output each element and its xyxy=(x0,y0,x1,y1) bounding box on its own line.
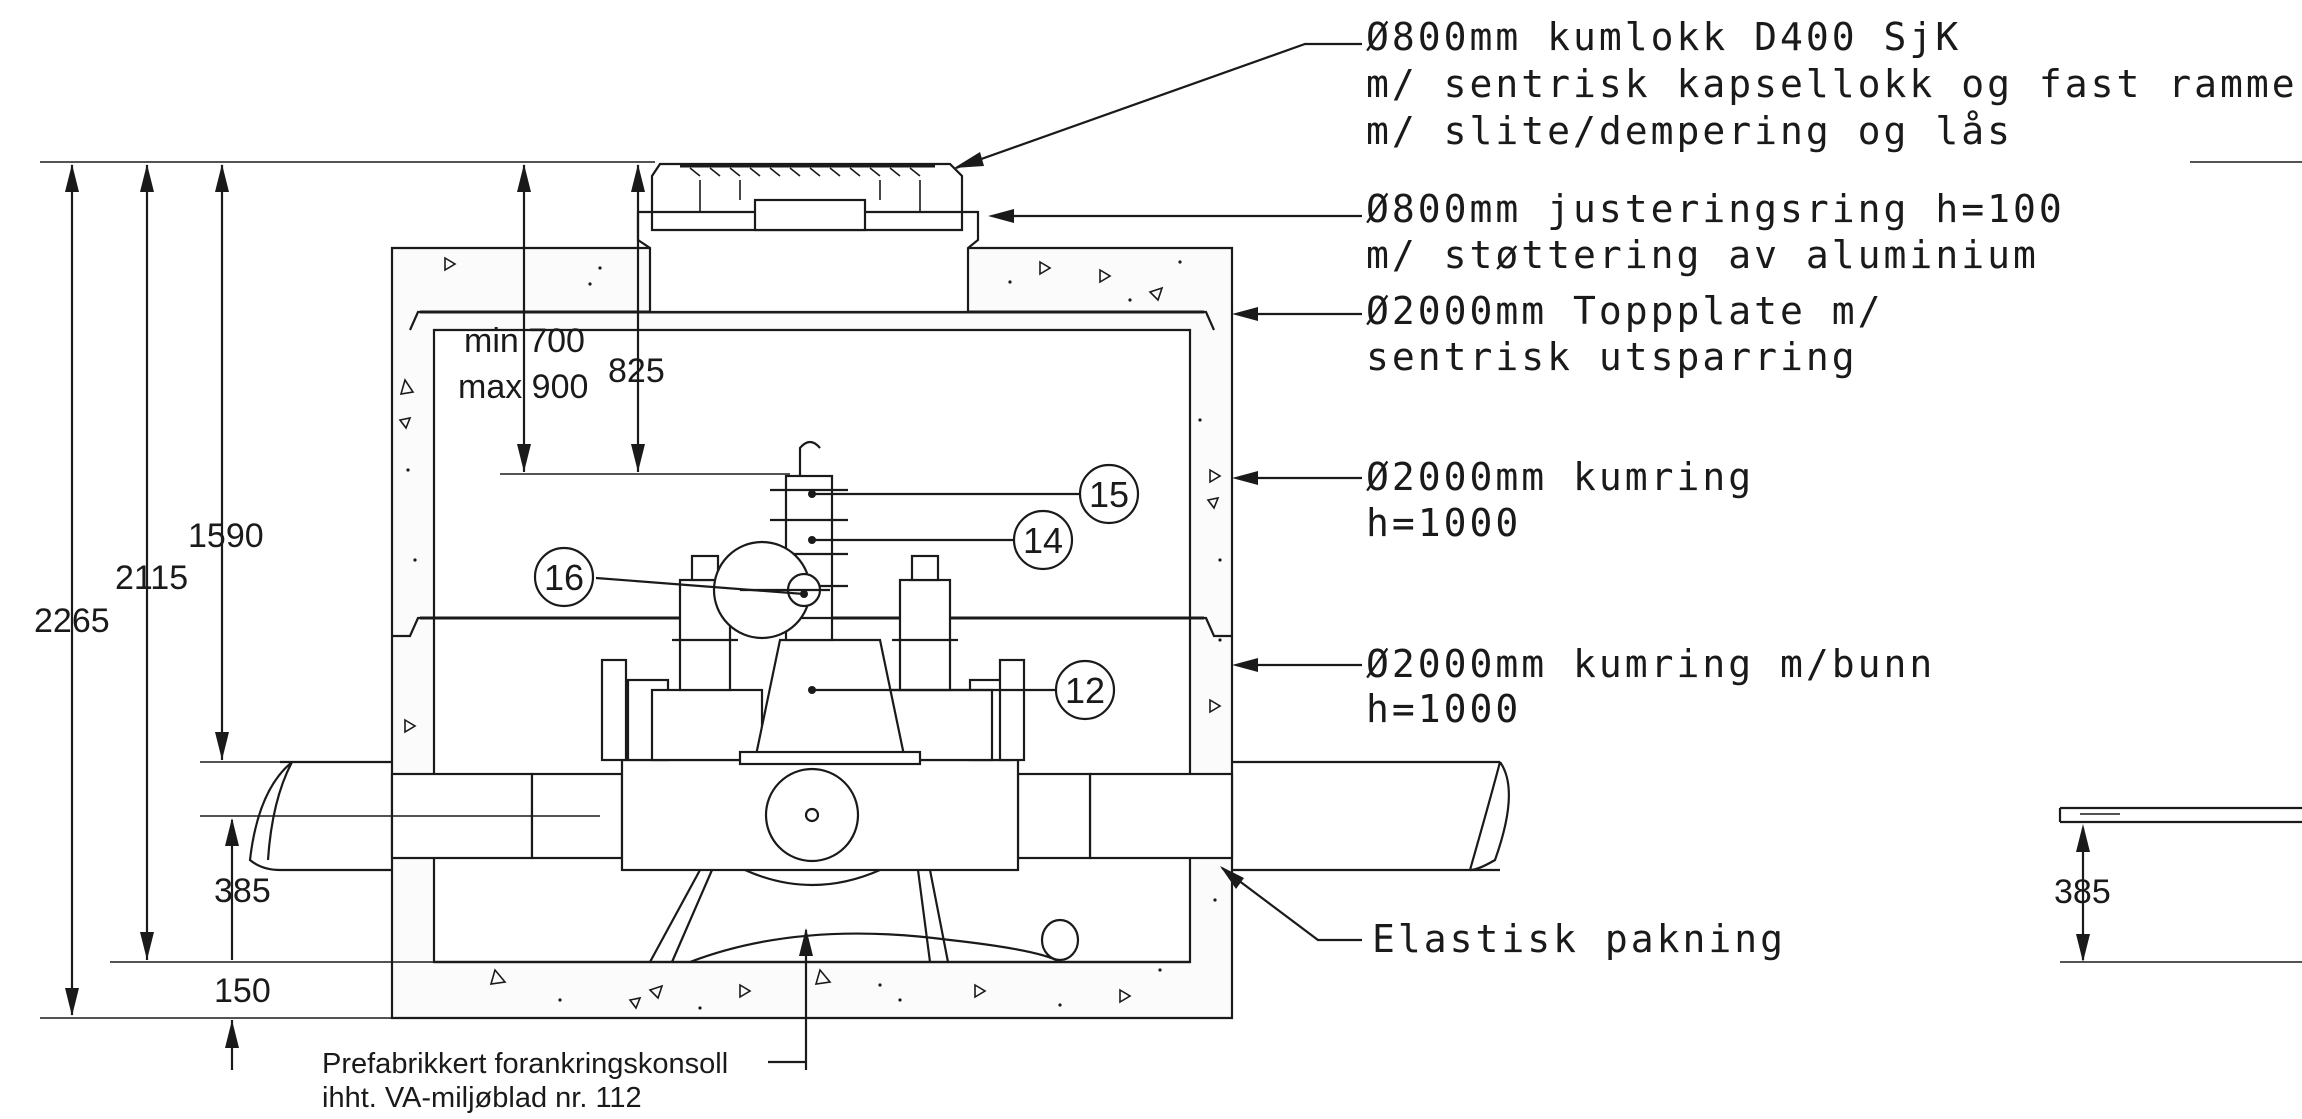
bubble-16-label: 16 xyxy=(544,557,584,598)
callout-ring-line1: Ø800mm justeringsring h=100 xyxy=(1366,187,2065,231)
dim-2265: 2265 xyxy=(34,602,110,640)
dim-150: 150 xyxy=(214,972,271,1010)
bubble-16 xyxy=(533,546,595,608)
dimension-texts: 2265 2115 1590 385 150 min 700 max 900 8… xyxy=(34,322,2111,1010)
callout-cover-line3: m/ slite/dempering og lås xyxy=(1366,109,2013,153)
concrete-aggregate xyxy=(398,256,1224,1010)
anchor-note-line2: ihht. VA-miljøblad nr. 112 xyxy=(322,1082,642,1114)
anchor-note-line1: Prefabrikkert forankringskonsoll xyxy=(322,1048,728,1080)
pipe-right xyxy=(1016,760,1510,872)
cover-frame xyxy=(650,162,964,214)
valve-assembly xyxy=(600,440,1080,963)
bubble-15-label: 15 xyxy=(1089,474,1129,515)
right-partial-view xyxy=(2058,161,2302,963)
callout-top-line2: sentrisk utsparring xyxy=(1366,335,1858,379)
bubble-14 xyxy=(1012,509,1074,571)
pipe-left-cut xyxy=(248,761,293,872)
dim-825: 825 xyxy=(608,352,665,390)
dimension-lines xyxy=(40,161,813,1070)
item-bubbles: 15 14 16 12 xyxy=(533,463,1140,721)
callout-texts: Ø800mm kumlokk D400 SjK m/ sentrisk kaps… xyxy=(1366,15,2298,961)
bubble-12 xyxy=(1054,659,1116,721)
bubble-14-label: 14 xyxy=(1023,520,1063,561)
valve-body xyxy=(753,638,907,762)
callout-kumring-line1: Ø2000mm kumring xyxy=(1366,455,1754,499)
callout-bunn-line1: Ø2000mm kumring m/bunn xyxy=(1366,642,1935,686)
gate-valve-left xyxy=(672,554,738,692)
dim-right-385: 385 xyxy=(2054,873,2111,911)
callout-top-line1: Ø2000mm Toppplate m/ xyxy=(1366,289,1884,333)
cover-grate-hatch xyxy=(689,167,921,177)
dim-385: 385 xyxy=(214,872,271,910)
bubble-15 xyxy=(1078,463,1140,525)
callout-gasket: Elastisk pakning xyxy=(1372,917,1786,961)
callout-kumring-line2: h=1000 xyxy=(1366,501,1521,545)
support-legs xyxy=(649,868,950,963)
pipe-right-cut xyxy=(1468,761,1510,872)
dim-1590: 1590 xyxy=(188,517,264,555)
anchor-note: Prefabrikkert forankringskonsoll ihht. V… xyxy=(322,1048,728,1114)
gate-valve-right xyxy=(892,554,958,692)
dim-max: max 900 xyxy=(458,368,588,406)
stem-hook xyxy=(798,440,821,476)
callout-cover-line1: Ø800mm kumlokk D400 SjK xyxy=(1366,15,1961,59)
callout-ring-line2: m/ støttering av aluminium xyxy=(1366,233,2039,277)
dim-min: min 700 xyxy=(464,322,585,360)
bubble-12-label: 12 xyxy=(1065,670,1105,711)
cover-ribs xyxy=(699,180,921,212)
leader-lines xyxy=(595,42,1362,942)
bottom-bowl xyxy=(689,932,1061,964)
callout-bunn-line2: h=1000 xyxy=(1366,687,1521,731)
drain-outlet xyxy=(1040,918,1080,962)
callout-cover-line2: m/ sentrisk kapsellokk og fast ramme xyxy=(1366,62,2298,106)
valve-bore xyxy=(764,767,860,863)
cover-recess xyxy=(753,198,867,232)
dim-2115: 2115 xyxy=(115,559,188,597)
adjustment-ring xyxy=(636,210,980,314)
manhole-cover-assembly xyxy=(636,162,980,314)
